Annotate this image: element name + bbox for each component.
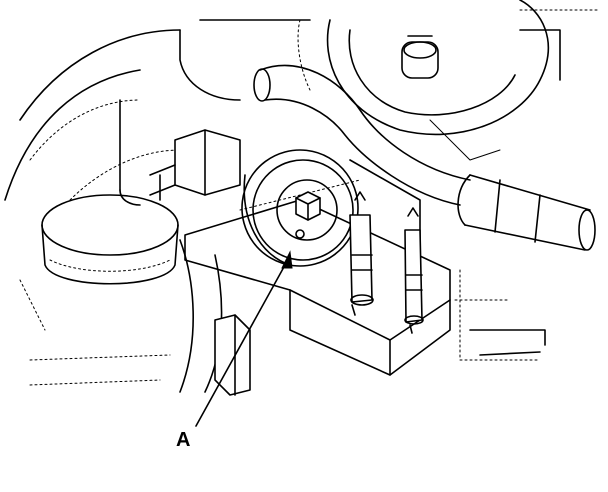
left-strut: [19, 239, 223, 393]
coolant-hose: [253, 64, 471, 206]
electrical-connector: [149, 129, 241, 201]
reservoir-cap: [41, 194, 179, 285]
lower-right-pipe: [454, 299, 546, 356]
upper-bolt: [401, 35, 439, 79]
right-pipe: [457, 174, 596, 251]
callout-label-a: A: [176, 429, 191, 451]
timing-pulley: [297, 0, 601, 161]
engine-block-background: [4, 19, 311, 206]
mounting-studs: [349, 191, 424, 334]
callout-arrow: [195, 250, 293, 427]
oil-filter-cap-part-a: [241, 149, 359, 267]
